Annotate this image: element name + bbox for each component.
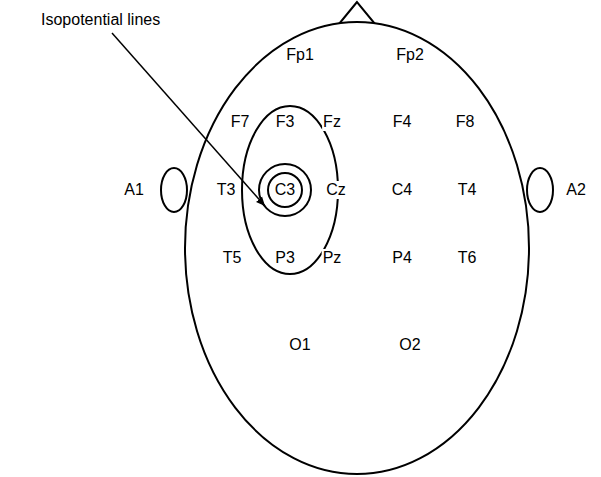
electrode-label: C3 [274,181,296,199]
electrode-label: Fp1 [285,46,315,64]
electrode-label: F3 [275,113,296,131]
electrode-label: O2 [398,336,421,354]
isopotential-line [268,173,302,207]
electrode-label: Cz [325,181,347,199]
electrode-label: Fz [322,113,342,131]
electrode-label: A2 [565,181,587,199]
right-ear [527,168,553,212]
electrode-label: O1 [288,336,311,354]
head-outline [185,22,529,474]
electrode-label: T4 [457,181,478,199]
leader-arrow [112,33,265,206]
electrode-label: T6 [457,249,478,267]
callout-label: Isopotential lines [40,11,161,29]
electrode-label: Pz [322,249,343,267]
electrode-label: P3 [274,249,296,267]
electrode-label: T3 [216,181,237,199]
isopotential-line [259,164,311,216]
electrode-label: T5 [222,249,243,267]
electrode-label: C4 [391,181,413,199]
electrode-label: P4 [391,249,413,267]
left-ear [161,168,187,212]
electrode-label: F7 [230,113,251,131]
electrode-label: A1 [123,181,145,199]
electrode-label: F8 [455,113,476,131]
electrode-label: Fp2 [395,46,425,64]
electrode-label: F4 [392,113,413,131]
